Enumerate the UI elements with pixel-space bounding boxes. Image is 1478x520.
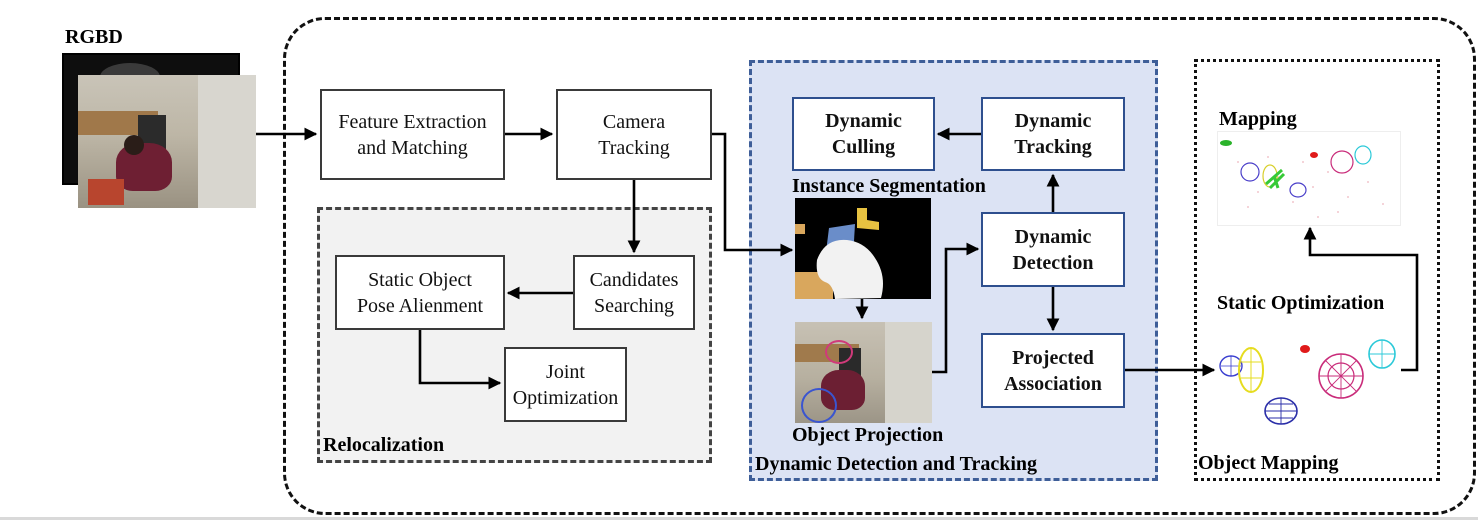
mapping-image [1217, 131, 1401, 226]
object-projection-image [795, 322, 932, 423]
static-object-pose-box: Static Object Pose Alienment [335, 255, 505, 330]
static-optimization-label: Static Optimization [1217, 292, 1385, 314]
object-projection-label: Object Projection [792, 424, 944, 446]
camera-tracking-box: Camera Tracking [556, 89, 712, 180]
rgbd-label: RGBD [65, 26, 123, 48]
dynamic-region-label: Dynamic Detection and Tracking [755, 453, 1038, 475]
object-mapping-label: Object Mapping [1198, 452, 1339, 474]
instance-segmentation-image [795, 198, 931, 299]
mapping-label: Mapping [1219, 108, 1297, 130]
static-optimization-image [1217, 316, 1401, 427]
dynamic-culling-box: Dynamic Culling [792, 97, 935, 171]
feature-extraction-box: Feature Extraction and Matching [320, 89, 505, 180]
candidates-searching-box: Candidates Searching [573, 255, 695, 330]
system-frame [283, 17, 1476, 515]
dynamic-detection-box: Dynamic Detection [981, 212, 1125, 287]
relocalization-region [317, 207, 712, 463]
projected-association-box: Projected Association [981, 333, 1125, 408]
dynamic-tracking-box: Dynamic Tracking [981, 97, 1125, 171]
rgbd-color-image [78, 75, 256, 208]
relocalization-label: Relocalization [323, 434, 445, 456]
joint-optimization-box: Joint Optimization [504, 347, 627, 422]
instance-segmentation-label: Instance Segmentation [792, 175, 986, 197]
bottom-edge [0, 517, 1478, 520]
